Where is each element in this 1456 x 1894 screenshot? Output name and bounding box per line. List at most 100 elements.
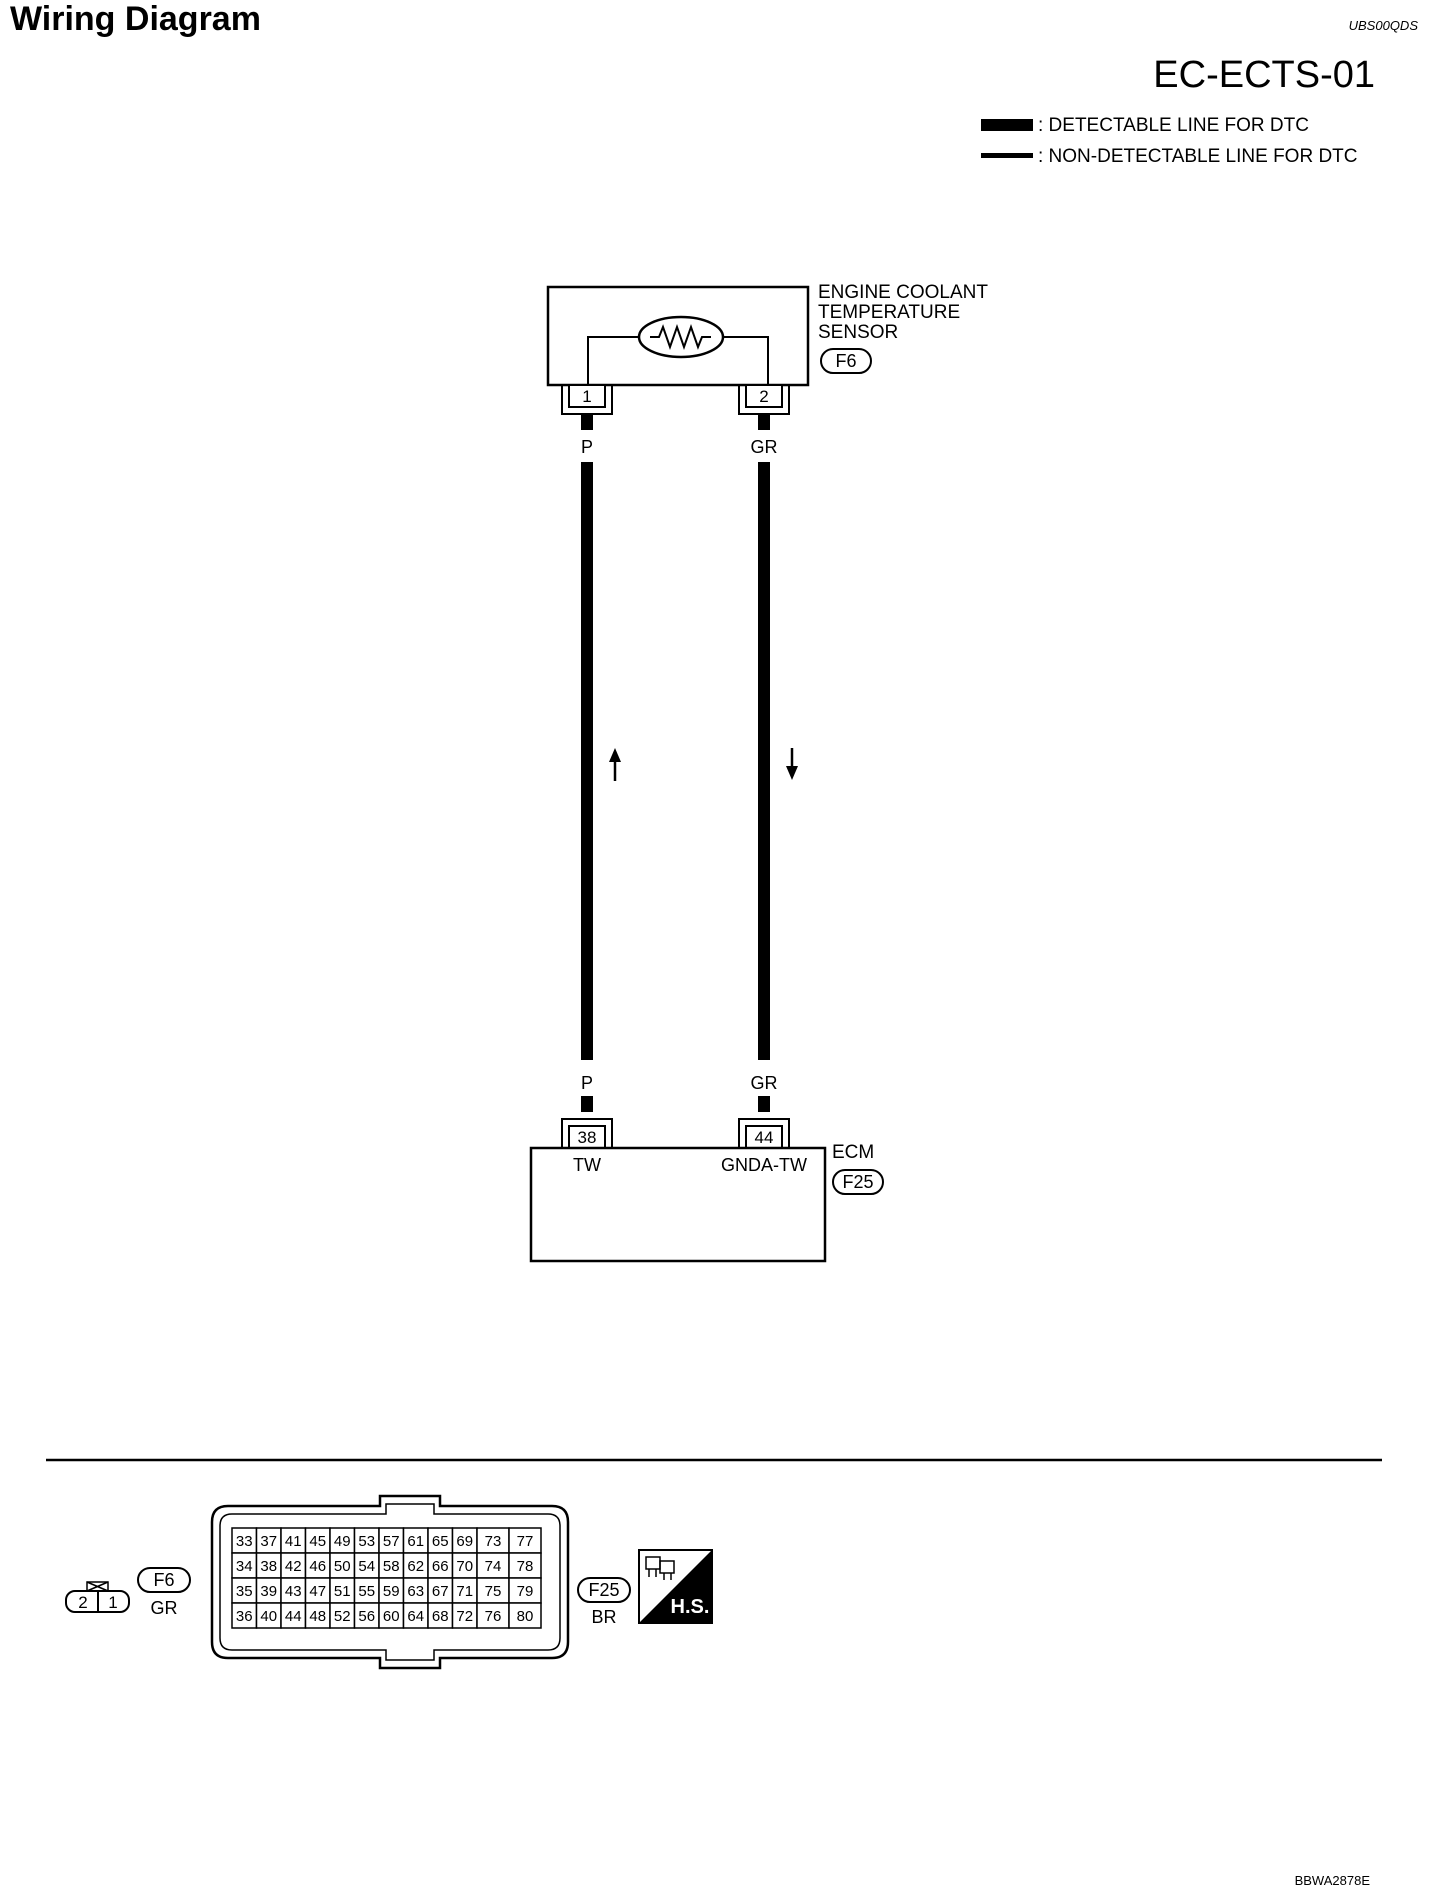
detectable-line-swatch xyxy=(981,119,1033,131)
non-detectable-line-swatch xyxy=(981,153,1033,158)
f25-pin-number: 62 xyxy=(407,1558,424,1575)
f25-pin-cell xyxy=(378,1602,405,1629)
wire-p-color-bottom: P xyxy=(581,1073,593,1093)
arrow-up-icon xyxy=(609,748,621,781)
f25-pin-number: 71 xyxy=(456,1583,473,1600)
harness-side-icon: H.S. xyxy=(638,1549,713,1624)
f25-pin-number: 59 xyxy=(383,1583,400,1600)
sensor-pin1-box xyxy=(568,384,606,408)
f25-pin-number: 70 xyxy=(456,1558,473,1575)
f25-pin-number: 55 xyxy=(358,1583,375,1600)
f25-pin-number: 65 xyxy=(432,1533,449,1550)
f25-pin-cell xyxy=(508,1527,542,1554)
ecm-name: ECM xyxy=(832,1142,874,1163)
doc-code: UBS00QDS xyxy=(1349,18,1419,33)
legend-detectable: : DETECTABLE LINE FOR DTC xyxy=(1038,115,1309,136)
f25-pin-number: 76 xyxy=(485,1608,502,1625)
ecm-pin38-label: 38 xyxy=(578,1128,597,1147)
f6-pin-1: 1 xyxy=(108,1593,117,1612)
wire-gr-color-top: GR xyxy=(751,437,778,457)
sensor-name-line2: TEMPERATURE xyxy=(818,302,960,323)
f25-pin-number: 45 xyxy=(309,1533,326,1550)
wire-p-stub-top xyxy=(581,414,593,430)
f25-pin-cell xyxy=(378,1527,405,1554)
f25-pin-number: 66 xyxy=(432,1558,449,1575)
f25-pin-number: 51 xyxy=(334,1583,351,1600)
f25-pin-cell xyxy=(451,1602,478,1629)
f25-pin-cell xyxy=(508,1577,542,1604)
f25-pin-cell xyxy=(280,1602,307,1629)
f25-pin-number: 69 xyxy=(456,1533,473,1550)
f25-pin-number: 46 xyxy=(309,1558,326,1575)
sensor-box xyxy=(546,285,810,387)
f25-pin-cell xyxy=(508,1602,542,1629)
f25-pin-number: 79 xyxy=(517,1583,534,1600)
f25-pin-number: 49 xyxy=(334,1533,351,1550)
ecm-pin44-label: 44 xyxy=(755,1128,774,1147)
f25-pin-cell xyxy=(427,1527,454,1554)
wire-gr xyxy=(758,462,770,1060)
f25-pin-number: 40 xyxy=(260,1608,277,1625)
sensor-internal-wiring xyxy=(587,336,769,385)
f25-pin-number: 34 xyxy=(236,1558,253,1575)
f25-pin-cell xyxy=(427,1552,454,1579)
sensor-connector-badge xyxy=(820,348,872,374)
f25-pin-cell xyxy=(255,1527,282,1554)
wire-p xyxy=(581,462,593,1060)
f25-pin-number: 39 xyxy=(260,1583,277,1600)
f25-pin-number: 74 xyxy=(485,1558,502,1575)
sensor-pin2-box xyxy=(745,384,783,408)
f25-pin-number: 42 xyxy=(285,1558,302,1575)
f25-pin-cell xyxy=(231,1602,258,1629)
f25-badge xyxy=(577,1577,631,1603)
ecm-box xyxy=(529,1146,827,1263)
f25-pin-cell xyxy=(476,1552,510,1579)
f25-pin-number: 53 xyxy=(358,1533,375,1550)
f25-pin-number: 57 xyxy=(383,1533,400,1550)
arrow-down-icon xyxy=(786,748,798,780)
f25-pin-cell xyxy=(329,1602,356,1629)
f25-pin-number: 43 xyxy=(285,1583,302,1600)
f25-pin-number: 52 xyxy=(334,1608,351,1625)
ecm-pin38-housing xyxy=(561,1118,613,1148)
footer-code: BBWA2878E xyxy=(1295,1873,1371,1888)
ecm-terminal-gnda-tw: GNDA-TW xyxy=(721,1155,807,1175)
f25-pin-number: 48 xyxy=(309,1608,326,1625)
f25-pin-number: 38 xyxy=(260,1558,277,1575)
f6-connector-view: 2 1 F6 GR xyxy=(65,1567,191,1618)
f25-pin-cell xyxy=(353,1602,380,1629)
f25-pin-cell xyxy=(304,1527,331,1554)
wire-p-stub-bottom xyxy=(581,1096,593,1112)
f25-pin-number: 33 xyxy=(236,1533,253,1550)
sensor-connector-id: F6 xyxy=(835,351,856,371)
f25-pin-number: 41 xyxy=(285,1533,302,1550)
f25-pin-cell xyxy=(280,1577,307,1604)
sensor-name-line1: ENGINE COOLANT xyxy=(818,282,988,303)
f25-pin-number: 61 xyxy=(407,1533,424,1550)
f6-pin-2: 2 xyxy=(78,1593,87,1612)
f25-pin-cell xyxy=(231,1577,258,1604)
f25-pin-number: 37 xyxy=(260,1533,277,1550)
legend-non-detectable: : NON-DETECTABLE LINE FOR DTC xyxy=(1038,146,1358,167)
f6-badge xyxy=(137,1567,191,1593)
f25-wire-color: BR xyxy=(591,1607,616,1627)
f25-pin-number: 54 xyxy=(358,1558,375,1575)
ecm-connector-badge xyxy=(832,1169,884,1195)
wire-gr-color-bottom: GR xyxy=(751,1073,778,1093)
ecm-terminal-tw: TW xyxy=(573,1155,601,1175)
f25-pin-number: 50 xyxy=(334,1558,351,1575)
f25-pin-number: 63 xyxy=(407,1583,424,1600)
f25-pin-number: 58 xyxy=(383,1558,400,1575)
f25-pin-number: 78 xyxy=(517,1558,534,1575)
f25-pin-number: 75 xyxy=(485,1583,502,1600)
resistor-zigzag xyxy=(650,323,711,351)
f25-inner-housing xyxy=(219,1503,561,1661)
f25-pin-cell xyxy=(255,1602,282,1629)
f25-pin-number: 60 xyxy=(383,1608,400,1625)
sensor-pin2-label: 2 xyxy=(759,387,768,406)
wire-gr-stub-bottom xyxy=(758,1096,770,1112)
diagram-id: EC-ECTS-01 xyxy=(1153,54,1375,96)
f25-pin-number: 44 xyxy=(285,1608,302,1625)
